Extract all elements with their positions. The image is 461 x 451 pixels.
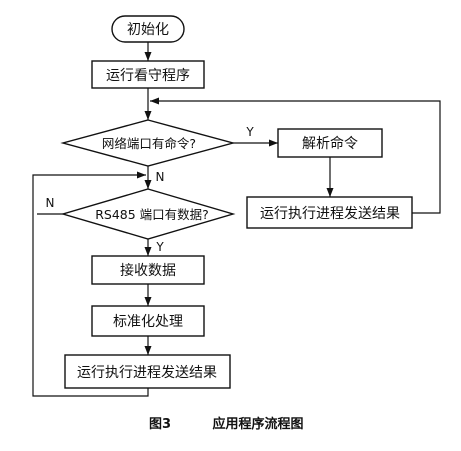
net-check-no-label: N [156, 170, 165, 184]
rs485-check-label: RS485 端口有数据? [95, 207, 209, 222]
normalize-label: 标准化处理 [113, 314, 183, 330]
start-label: 初始化 [127, 21, 169, 38]
parse-command-node [277, 128, 383, 158]
rs485-yes-label: Y [155, 240, 164, 254]
run-right-process-label: 运行执行进程发送结果 [260, 206, 400, 222]
receive-data-node [91, 255, 205, 285]
run-bottom-process-node [64, 354, 231, 389]
figure-caption-title: 应用程序流程图 [212, 416, 303, 432]
net-check-label: 网络端口有命令? [102, 136, 196, 151]
net-check-decision [60, 119, 236, 167]
net-check-yes-label: Y [245, 125, 254, 139]
watch-process-label: 运行看守程序 [106, 68, 190, 84]
parse-command-label: 解析命令 [302, 135, 358, 152]
watch-process-node [91, 60, 205, 89]
rs485-no-label: N [46, 196, 55, 210]
run-right-process-node [246, 196, 413, 229]
receive-data-label: 接收数据 [120, 262, 176, 279]
start-node [111, 15, 185, 43]
edge-bottom-loop-back [32, 171, 149, 397]
rs485-check-decision [60, 188, 236, 240]
figure-caption-number: 图3 [149, 417, 171, 432]
edge-run-right-loop-back [150, 97, 441, 214]
normalize-node [91, 305, 205, 337]
run-bottom-process-label: 运行执行进程发送结果 [77, 365, 217, 381]
